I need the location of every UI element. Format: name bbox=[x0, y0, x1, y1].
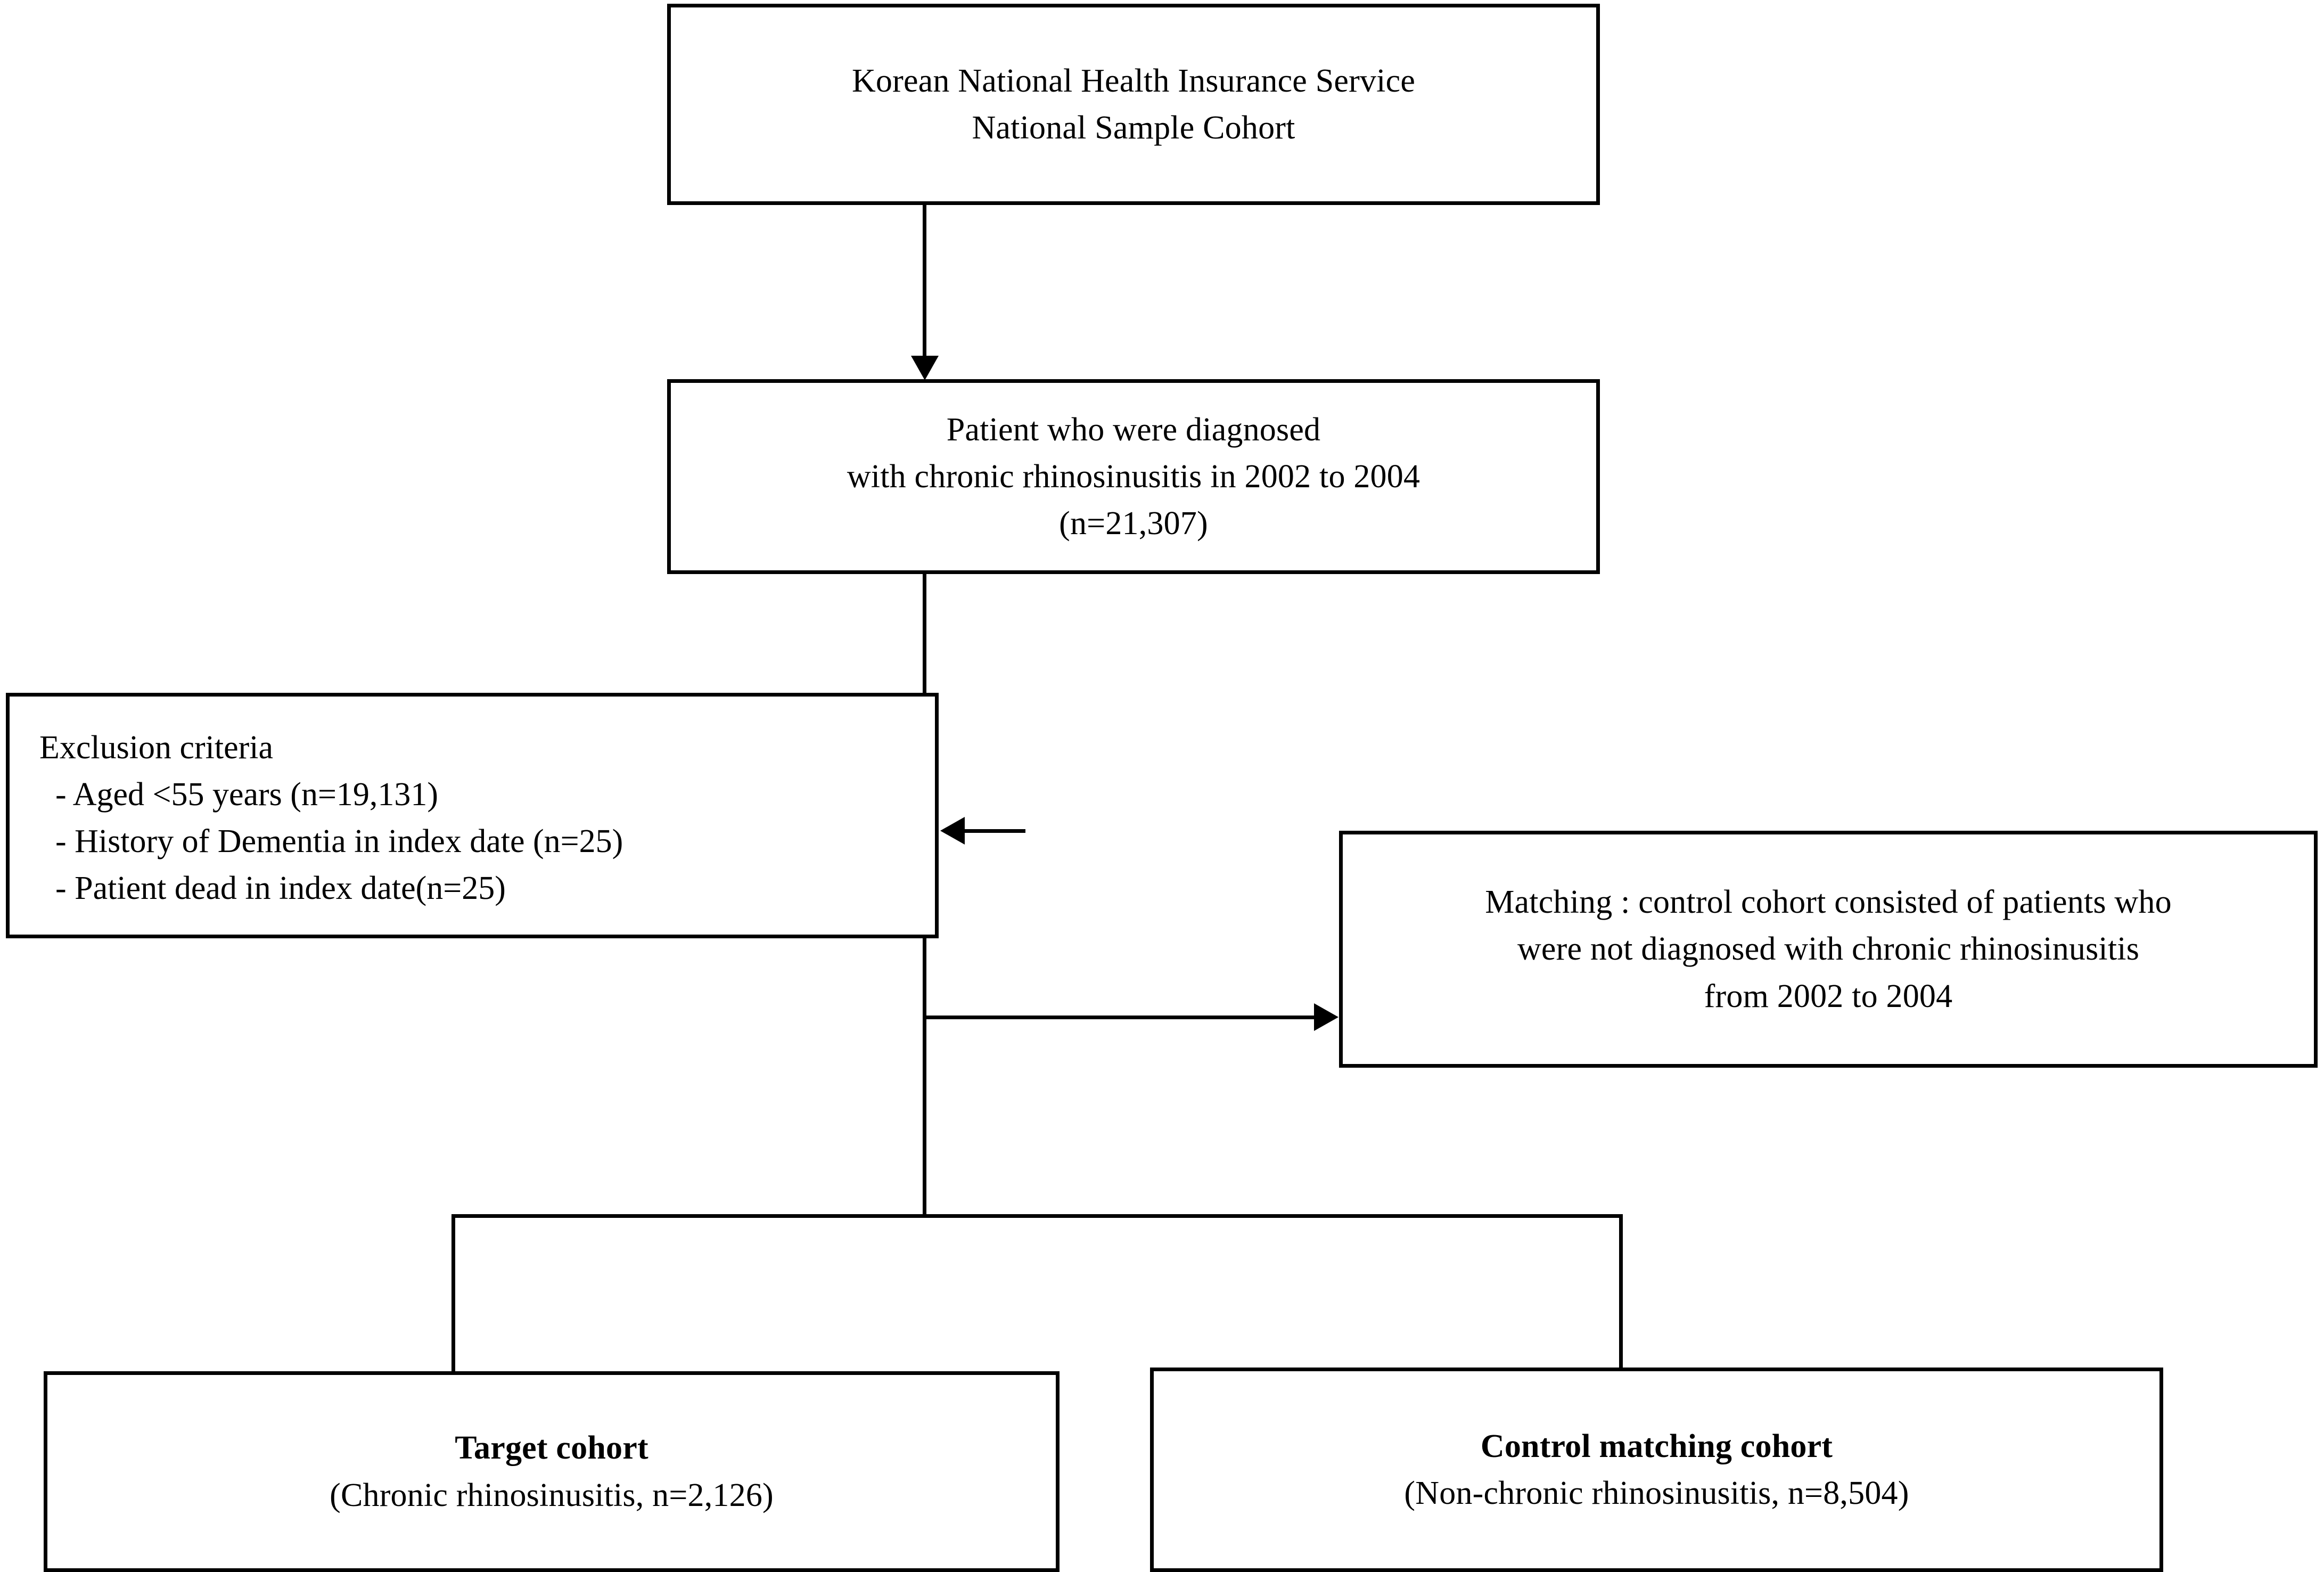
exclusion-criteria-body: Exclusion criteria - Aged <55 years (n=1… bbox=[26, 720, 623, 912]
target-cohort-title: Target cohort bbox=[455, 1430, 648, 1467]
source-to-diagnosed-line bbox=[923, 205, 926, 359]
diagnosed-to-matching-arrow-shaft bbox=[926, 1016, 1315, 1019]
diagnosed-line-1: Patient who were diagnosed bbox=[946, 411, 1321, 448]
matching-line-1: Matching : control cohort consisted of p… bbox=[1485, 884, 2172, 921]
target-cohort-detail: (Chronic rhinosinusitis, n=2,126) bbox=[330, 1477, 774, 1513]
diagnosed-to-matching-arrowhead bbox=[1314, 1003, 1338, 1031]
control-cohort-title: Control matching cohort bbox=[1480, 1428, 1833, 1464]
matching-line-2: were not diagnosed with chronic rhinosin… bbox=[1517, 931, 2140, 968]
exclusion-criteria-heading: Exclusion criteria bbox=[39, 730, 273, 766]
diagnosed-line-2: with chronic rhinosinusitis in 2002 to 2… bbox=[847, 458, 1420, 495]
target-cohort-box: Target cohort (Chronic rhinosinusitis, n… bbox=[44, 1371, 1060, 1572]
cohort-split-bar bbox=[451, 1214, 1623, 1218]
source-to-diagnosed-arrowhead bbox=[911, 356, 939, 380]
exclusion-criteria-item-dead: - Patient dead in index date(n=25) bbox=[55, 870, 506, 907]
exclusion-arrow-shaft-true bbox=[963, 829, 1025, 833]
exclusion-criteria-item-dementia: - History of Dementia in index date (n=2… bbox=[55, 823, 623, 860]
diagnosed-to-exclusion-arrowhead bbox=[940, 817, 965, 845]
matching-box: Matching : control cohort consisted of p… bbox=[1339, 831, 2318, 1068]
control-matching-cohort-box: Control matching cohort (Non-chronic rhi… bbox=[1150, 1368, 2163, 1572]
control-cohort-detail: (Non-chronic rhinosinusitis, n=8,504) bbox=[1404, 1475, 1909, 1511]
cohort-split-right-drop bbox=[1619, 1214, 1623, 1369]
diagnosed-patients-box: Patient who were diagnosed with chronic … bbox=[667, 379, 1600, 574]
matching-line-3: from 2002 to 2004 bbox=[1704, 978, 1953, 1014]
diagnosed-line-3: (n=21,307) bbox=[1059, 505, 1208, 542]
source-cohort-line-1: Korean National Health Insurance Service bbox=[851, 62, 1416, 99]
exclusion-criteria-box: Exclusion criteria - Aged <55 years (n=1… bbox=[6, 693, 939, 938]
source-cohort-line-2: National Sample Cohort bbox=[972, 110, 1295, 146]
exclusion-criteria-item-age: - Aged <55 years (n=19,131) bbox=[55, 776, 439, 813]
source-cohort-box: Korean National Health Insurance Service… bbox=[667, 4, 1600, 205]
cohort-split-left-drop bbox=[451, 1214, 455, 1372]
